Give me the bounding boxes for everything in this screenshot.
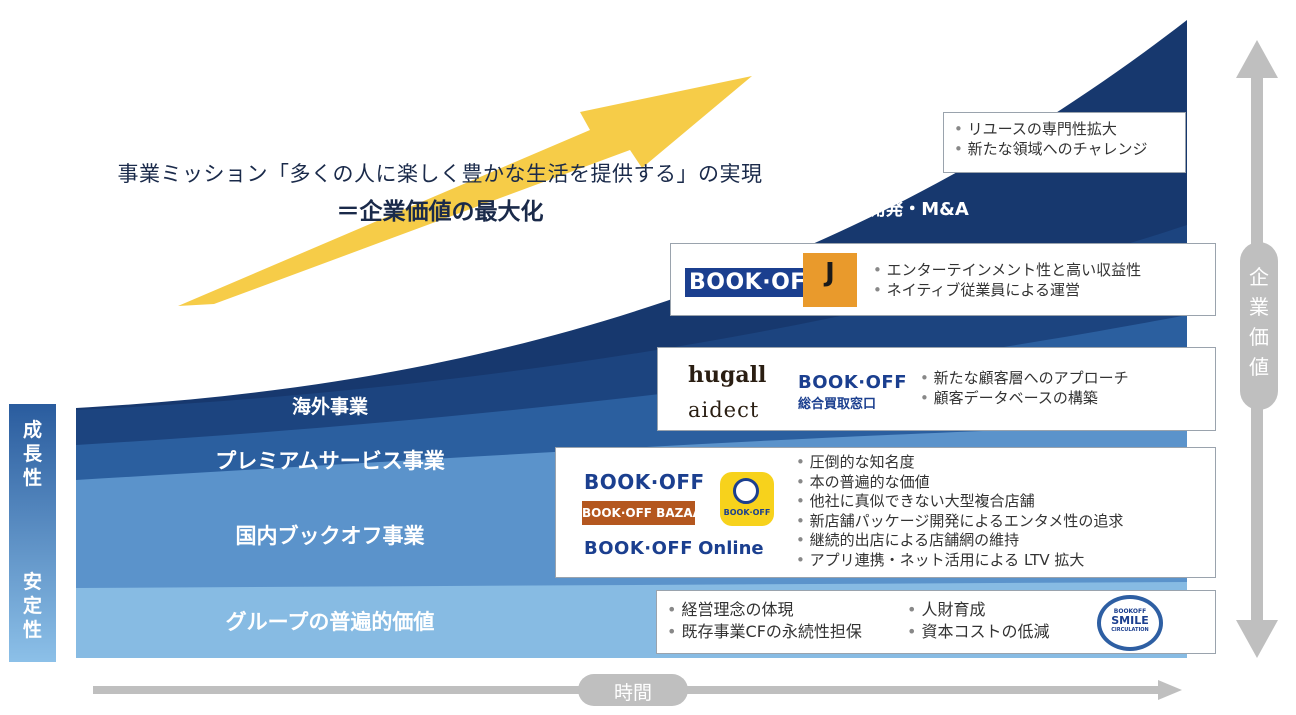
bookoff-bazaar-logo: BOOK·OFF BAZAAR	[582, 501, 711, 525]
bullet: 経営理念の体現	[667, 599, 862, 621]
layer-label-development: 事業開発・M&A	[831, 199, 969, 220]
bullet: リユースの専門性拡大	[954, 119, 1175, 139]
growth-char: 成	[22, 419, 42, 441]
development-bullets: リユースの専門性拡大 新たな領域へのチャレンジ	[954, 119, 1175, 159]
bookoff-app-icon: BOOK·OFF	[720, 472, 774, 526]
bullet: 新たな顧客層へのアプローチ	[920, 368, 1129, 388]
aidect-logo: aidect	[688, 398, 760, 422]
mission-line2: ＝企業価値の最大化	[336, 199, 544, 225]
bookoff-online-logo: BOOK·OFF Online	[584, 538, 764, 559]
domestic-box: BOOK·OFF BOOK·OFF BAZAAR BOOK·OFF Online…	[555, 447, 1216, 578]
bullet: 本の普遍的な価値	[796, 473, 1123, 493]
bullet: 他社に真似できない大型複合店舗	[796, 492, 1123, 512]
bullet: エンターテインメント性と高い収益性	[873, 260, 1142, 280]
stability-char: 安	[22, 571, 42, 593]
group-box: 経営理念の体現 既存事業CFの永続性担保 人財育成 資本コストの低減 BOOKO…	[656, 590, 1216, 654]
value-char: 業	[1249, 295, 1269, 319]
character-face-icon	[733, 478, 759, 504]
bottom-axis-arrow	[1158, 680, 1182, 700]
stability-char: 定	[22, 595, 42, 617]
overseas-box: BOOK·OFF J エンターテインメント性と高い収益性 ネイティブ従業員による…	[670, 243, 1216, 316]
smile-logo-top: BOOKOFF	[1113, 608, 1147, 615]
bullet: 継続的出店による店舗網の維持	[796, 531, 1123, 551]
online-text: Online	[698, 538, 764, 559]
stability-label: 安 定 性	[9, 570, 56, 642]
enterprise-value-label: 企 業 価 値	[1240, 262, 1278, 382]
premium-bullets: 新たな顧客層へのアプローチ 顧客データベースの構築	[920, 368, 1129, 408]
time-label: 時間	[613, 682, 652, 704]
premium-box: hugall aidect BOOK·OFF 総合買取窓口 新たな顧客層へのアプ…	[657, 347, 1216, 431]
right-axis-down-arrow	[1236, 620, 1278, 658]
overseas-bullets: エンターテインメント性と高い収益性 ネイティブ従業員による運営	[873, 260, 1142, 300]
bullet: ネイティブ従業員による運営	[873, 280, 1141, 300]
mission-line1: 事業ミッション「多くの人に楽しく豊かな生活を提供する」の実現	[117, 162, 763, 186]
online-brand-text: BOOK·OFF	[584, 538, 694, 559]
bookoff-logo: BOOK·OFF	[685, 268, 826, 297]
growth-arrow	[178, 76, 752, 306]
group-bullets-col2: 人財育成 資本コストの低減	[907, 599, 1050, 643]
left-axis-bar	[9, 404, 56, 662]
bookoff-logo: BOOK·OFF	[798, 372, 908, 393]
value-char: 値	[1249, 355, 1269, 379]
bullet: 顧客データベースの構築	[920, 388, 1129, 408]
smile-logo-bottom: CIRCULATION	[1111, 627, 1149, 633]
smile-logo-mid: SMILE	[1111, 614, 1149, 627]
bullet: 新店舗パッケージ開発によるエンタメ性の追求	[796, 512, 1124, 532]
bullet: アプリ連携・ネット活用による LTV 拡大	[796, 551, 1123, 571]
growth-label: 成 長 性	[9, 418, 56, 490]
j-letter-icon: J	[825, 258, 835, 288]
bookoff-logo: BOOK·OFF	[584, 470, 705, 494]
app-icon-text: BOOK·OFF	[723, 508, 771, 517]
bullet: 圧倒的な知名度	[796, 453, 1123, 473]
mission-statement: 事業ミッション「多くの人に楽しく豊かな生活を提供する」の実現 ＝企業価値の最大化	[60, 158, 820, 226]
group-bullets-col1: 経営理念の体現 既存事業CFの永続性担保	[667, 599, 862, 643]
stability-char: 性	[22, 619, 42, 641]
value-char: 企	[1249, 265, 1269, 289]
bookoff-sub-logo: 総合買取窓口	[798, 397, 877, 412]
jalan-logo: J	[803, 253, 857, 307]
layer-label-premium: プレミアムサービス事業	[215, 449, 445, 473]
bullet: 既存事業CFの永続性担保	[667, 621, 862, 643]
layer-label-domestic: 国内ブックオフ事業	[235, 524, 425, 548]
bottom-axis-label-bg	[578, 674, 688, 706]
bullet: 新たな領域へのチャレンジ	[954, 139, 1175, 159]
layer-label-overseas: 海外事業	[291, 396, 368, 418]
domestic-bullets: 圧倒的な知名度 本の普遍的な価値 他社に真似できない大型複合店舗 新店舗パッケー…	[796, 453, 1124, 571]
right-axis-up-arrow	[1236, 40, 1278, 78]
bullet: 資本コストの低減	[907, 621, 1050, 643]
hugall-logo: hugall	[688, 362, 767, 388]
bookoff-smile-circulation-logo: BOOKOFF SMILE CIRCULATION	[1097, 595, 1163, 651]
growth-char: 性	[22, 467, 42, 489]
bullet: 人財育成	[907, 599, 1050, 621]
growth-char: 長	[22, 443, 42, 465]
layer-label-group: グループの普遍的価値	[225, 610, 435, 634]
right-axis-label-bg	[1240, 242, 1278, 410]
development-box: リユースの専門性拡大 新たな領域へのチャレンジ	[943, 112, 1186, 173]
value-char: 価	[1249, 325, 1269, 349]
